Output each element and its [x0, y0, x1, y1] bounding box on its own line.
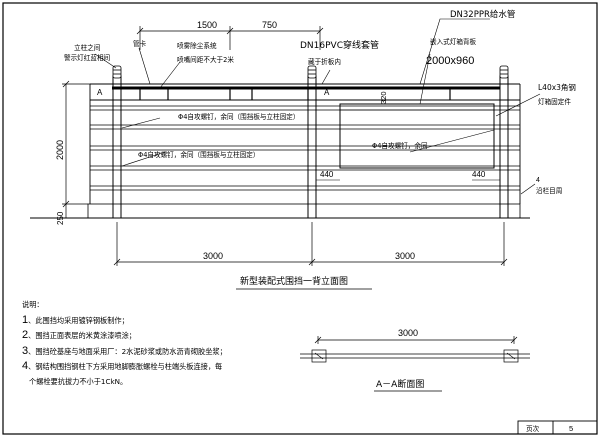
note-item-2: 2、围挡正面表层的米黄涂漆喷涂；: [22, 329, 136, 341]
screw-label-b: Φ4自攻螺钉，余同（围挡板与立柱固定）: [138, 150, 259, 159]
panel-lines: [90, 105, 520, 191]
dim-3000-section: 3000: [398, 328, 418, 338]
drawing-title: 新型装配式围挡一背立面图: [240, 275, 348, 287]
note-item-1: 1、此围挡均采用镀锌钢板制作；: [22, 313, 129, 326]
warning-lights: [112, 65, 509, 79]
screw-label-a: Φ4自攻螺钉，余同（围挡板与立柱固定）: [178, 112, 299, 121]
section-tag-right: A: [324, 88, 330, 97]
notes-heading: 说明：: [22, 300, 44, 309]
dim-1500: 1500: [197, 20, 217, 30]
left-vertical-dimension: [62, 80, 90, 219]
notes: 说明： 1、此围挡均采用镀锌钢板制作； 2、围挡正面表层的米黄涂漆喷涂； 3、围…: [22, 298, 227, 389]
title-block: [517, 420, 598, 435]
note-item-3: 3、围挡砼基座与地面采用厂：2水泥砂浆或防水沥青砌胶坐浆；: [22, 344, 227, 357]
lightbox-panel: [339, 103, 495, 169]
dim-2000: 2000: [55, 140, 65, 160]
pvc-label-2: 藏于折板内: [308, 57, 341, 66]
dim-320: 320: [379, 91, 388, 104]
dim-3000-right: 3000: [395, 251, 415, 261]
dim-250: 250: [56, 211, 65, 225]
note-continuation: 个螺栓要抗拔力不小于1CkN。: [29, 376, 128, 386]
bottom-dimension-chain: [113, 222, 508, 266]
pvc-label-1: DN16PVC穿线套管: [300, 39, 379, 51]
wall-label: 沿栏目周: [536, 186, 562, 195]
dim-440-left: 440: [320, 170, 334, 179]
dim-3000-left: 3000: [203, 251, 223, 261]
spray-nozzles: [139, 88, 451, 100]
section-a-a: [300, 336, 530, 363]
warning-light-label-1: 立柱之间: [74, 43, 101, 52]
dim-750: 750: [262, 20, 277, 30]
posts: [112, 75, 509, 219]
lightbox-label: 嵌入式灯箱背板: [430, 37, 477, 46]
dim-440-right: 440: [472, 170, 486, 179]
angle-label-2: 灯箱固定件: [538, 97, 571, 106]
spray-label-1: 喷雾除尘系统: [177, 41, 217, 50]
section-tag-left: A: [97, 88, 103, 97]
pipe-clamp-label: 管卡: [133, 39, 147, 48]
foundation-base: [87, 203, 521, 219]
note-item-4: 4、钢结构围挡钢柱下方采用地脚膨胀螺栓与柱端头板连接，每: [22, 360, 223, 372]
lightbox-size: 2000x960: [426, 55, 474, 67]
angle-label-1: L40x3角钢: [538, 82, 576, 92]
page-number: 5: [569, 424, 573, 433]
warning-light-label-2: 警示灯红蓝相间: [64, 53, 111, 62]
wall-number: 4: [536, 177, 540, 184]
top-dimension-chain: [136, 26, 324, 50]
screw-label-c: Φ4自攻螺钉，余同: [372, 141, 428, 150]
ppr-label: DN32PPR给水管: [450, 9, 515, 20]
page-label: 页次: [526, 424, 540, 433]
spray-label-2: 喷嘴间距不大于2米: [177, 55, 234, 64]
section-title: A－A断面图: [376, 378, 424, 390]
